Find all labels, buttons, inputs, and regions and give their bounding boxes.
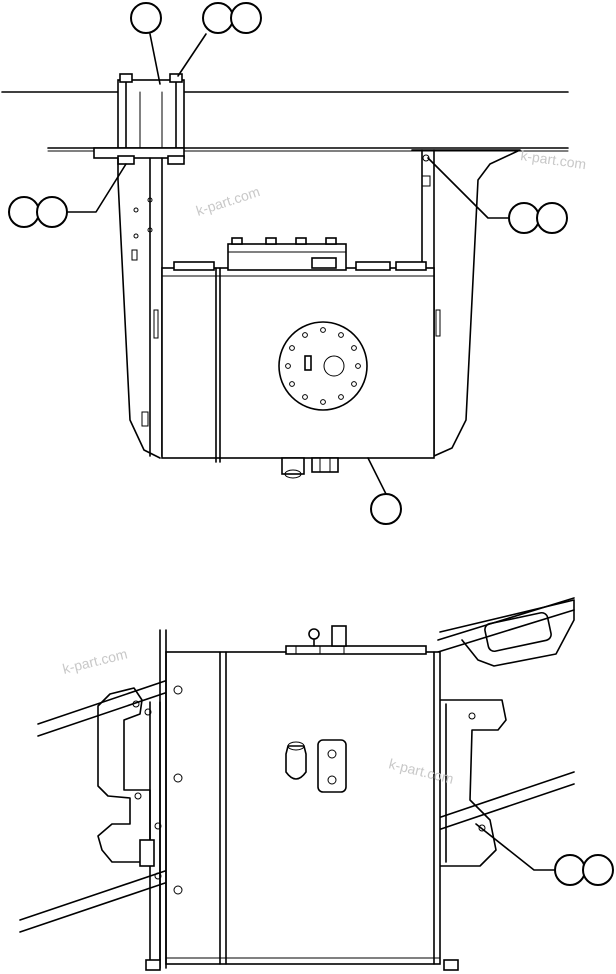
- leader-left-bracket: [67, 163, 127, 213]
- level-gauge-icon: [304, 355, 312, 371]
- leader-top-right: [177, 33, 207, 77]
- level-gauge-icon: [317, 739, 347, 793]
- drain-plug: [281, 457, 305, 475]
- bolt-icon: [325, 237, 337, 245]
- callout-bottom-tank: [370, 493, 402, 525]
- bolt-icon: [145, 959, 161, 971]
- bolt-icon: [117, 155, 135, 165]
- bolt-icon: [119, 73, 133, 83]
- filler-cap-icon: [308, 628, 320, 640]
- top-view: k-part.com k-part.com: [1, 2, 588, 525]
- bracket-clip: [139, 839, 155, 867]
- leader-top-left: [149, 33, 161, 85]
- callout-top-right: [202, 2, 262, 34]
- watermark-text: k-part.com: [520, 147, 588, 172]
- frame-beam-lower: [19, 771, 575, 933]
- drain-valve: [311, 457, 339, 473]
- callout-left-bracket: [8, 196, 68, 228]
- callout-top-left: [130, 2, 162, 34]
- fuel-tank-side: [145, 625, 459, 971]
- leader-lower-right: [475, 823, 557, 871]
- fuel-tank-top: [161, 237, 435, 479]
- bolt-icon: [295, 237, 307, 245]
- inspection-cover: [278, 321, 368, 411]
- mount-block: [93, 73, 185, 165]
- leader-bottom-tank: [367, 457, 387, 495]
- bolt-icon: [167, 155, 185, 165]
- callout-right-bracket: [508, 202, 568, 234]
- side-view: k-part.com k-part.com: [19, 597, 614, 971]
- bolt-icon: [443, 959, 459, 971]
- breather-fitting: [331, 625, 347, 647]
- watermark-text: k-part.com: [194, 183, 262, 219]
- filler-cap-icon: [285, 745, 307, 780]
- right-tank-bracket: [439, 699, 507, 867]
- left-tank-bracket: [97, 687, 162, 961]
- callout-lower-right: [554, 854, 614, 886]
- upper-arm: [439, 599, 575, 667]
- bolt-icon: [265, 237, 277, 245]
- leader-right-bracket: [427, 157, 511, 219]
- watermark-text: k-part.com: [61, 645, 129, 677]
- left-support-bracket: [117, 157, 163, 459]
- bolt-icon: [169, 73, 183, 83]
- bolt-icon: [231, 237, 243, 245]
